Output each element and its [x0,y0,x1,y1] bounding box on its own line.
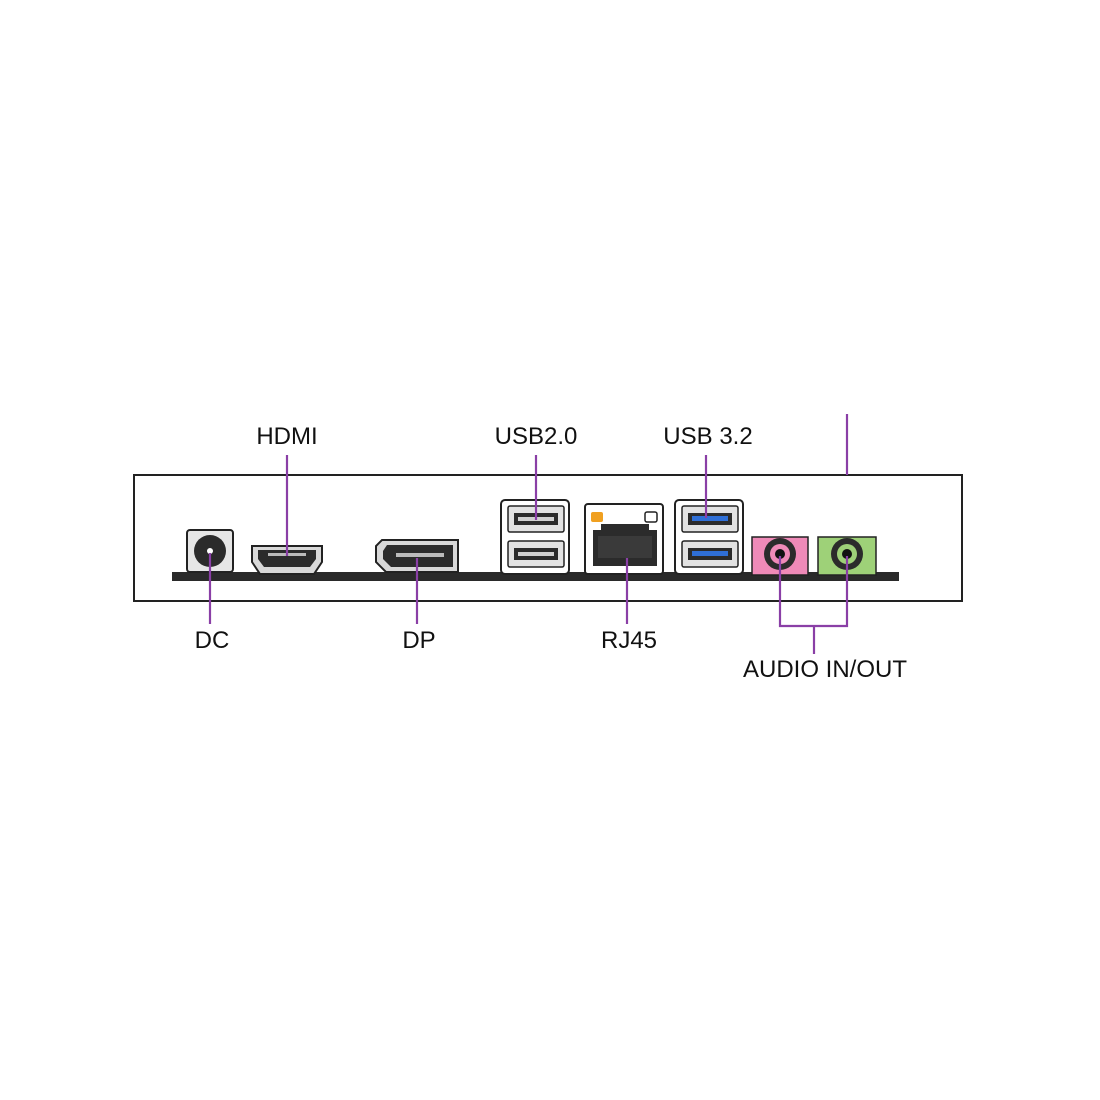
label-dp: DP [402,627,435,654]
label-usb3: USB 3.2 [663,423,752,450]
label-usb2: USB2.0 [495,423,578,450]
dp-port [375,539,459,573]
dc-port [186,529,234,573]
label-hdmi: HDMI [256,423,317,450]
label-audio: AUDIO IN/OUT [743,656,907,683]
usb3-ports [674,499,744,575]
rj45-port [584,503,664,575]
label-rj45: RJ45 [601,627,657,654]
hdmi-port [251,545,323,575]
leader-lines [208,414,849,654]
label-dc: DC [195,627,230,654]
base-strip [172,572,899,581]
